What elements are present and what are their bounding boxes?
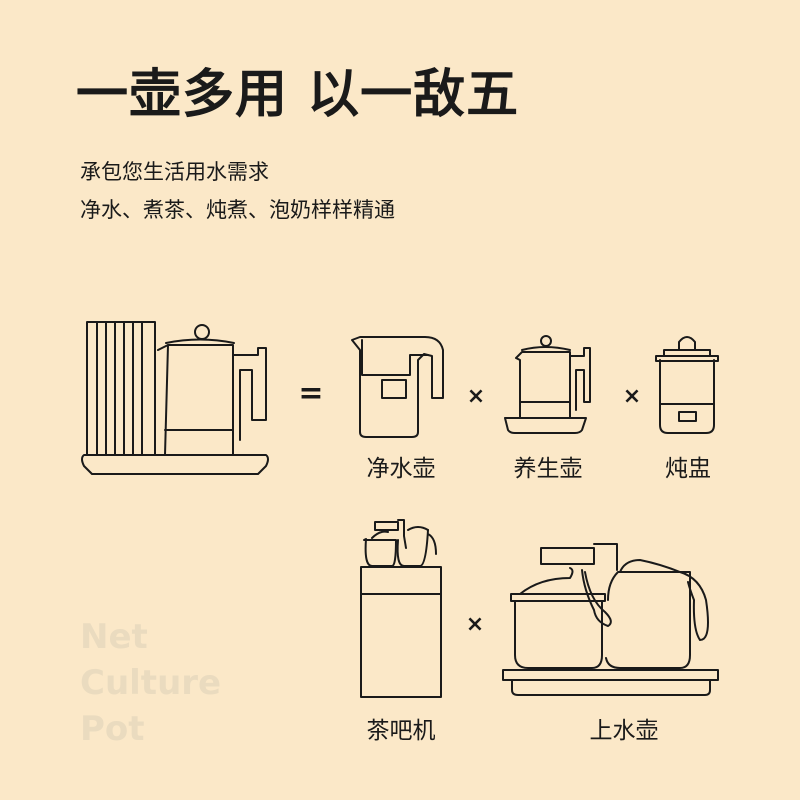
times-sign: × bbox=[623, 384, 641, 409]
product-label-stew-pot: 炖盅 bbox=[665, 456, 711, 482]
equals-sign: = bbox=[298, 376, 323, 411]
watermark: Net Culture Pot bbox=[80, 614, 221, 752]
subtitle-line-2: 净水、煮茶、炖煮、泡奶样样精通 bbox=[80, 198, 395, 222]
main-product-icon bbox=[81, 321, 269, 475]
headline: 一壶多用 以一敌五 bbox=[76, 65, 520, 125]
product-label-auto-water-kettle: 上水壶 bbox=[589, 718, 659, 744]
times-sign: × bbox=[466, 612, 484, 637]
times-sign: × bbox=[467, 384, 485, 409]
auto-water-kettle-icon bbox=[502, 543, 719, 696]
product-label-water-filter-pitcher: 净水壶 bbox=[366, 456, 436, 482]
watermark-line: Net bbox=[80, 617, 148, 657]
watermark-line: Culture bbox=[80, 663, 222, 703]
product-label-health-kettle: 养生壶 bbox=[513, 456, 583, 482]
tea-bar-machine-icon bbox=[360, 519, 442, 698]
watermark-line: Pot bbox=[80, 709, 145, 749]
subtitle-line-1: 承包您生活用水需求 bbox=[80, 160, 269, 184]
health-kettle-icon bbox=[504, 335, 591, 434]
stew-pot-icon bbox=[655, 336, 719, 434]
water-filter-pitcher-icon bbox=[351, 336, 444, 438]
product-label-tea-bar-machine: 茶吧机 bbox=[366, 718, 436, 744]
